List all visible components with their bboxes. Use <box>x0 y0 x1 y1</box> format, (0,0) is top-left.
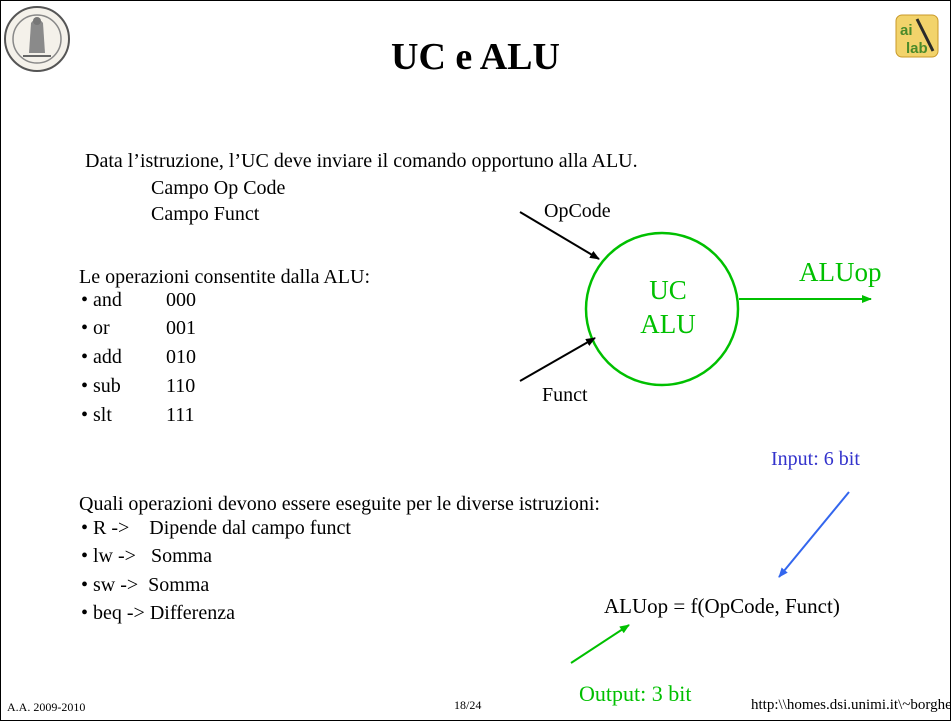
aluop-formula: ALUop = f(OpCode, Funct) <box>604 594 840 618</box>
instruction-item: • R -> Dipende dal campo funct <box>81 517 351 539</box>
footer-page-number: 18/24 <box>454 698 482 712</box>
footer-url: http:\\homes.dsi.unimi.it\~borghese <box>751 697 951 713</box>
output-bits-note: Output: 3 bit <box>579 681 692 706</box>
footer-academic-year: A.A. 2009-2010 <box>7 700 86 714</box>
funct-arrow <box>519 337 596 382</box>
aluop-output-label: ALUop <box>799 257 882 287</box>
instructions-heading: Quali operazioni devono essere eseguite … <box>79 493 600 515</box>
university-seal-logo <box>4 6 70 72</box>
input-bits-note: Input: 6 bit <box>771 448 860 470</box>
field-funct: Campo Funct <box>151 203 260 225</box>
instruction-item: • lw -> Somma <box>81 545 213 567</box>
output-pointer-arrow <box>570 624 630 664</box>
instruction-item: • beq -> Differenza <box>81 602 235 624</box>
field-op-code: Campo Op Code <box>151 177 286 199</box>
ais-lab-logo: ai lab <box>895 14 939 58</box>
operations-heading: Le operazioni consentite dalla ALU: <box>79 266 371 288</box>
intro-line: Data l’istruzione, l’UC deve inviare il … <box>85 150 638 172</box>
input-pointer-arrow <box>778 491 850 578</box>
opcode-arrow <box>519 211 600 260</box>
svg-text:lab: lab <box>906 40 928 57</box>
uc-alu-label: UC ALU <box>640 275 696 339</box>
svg-text:ai: ai <box>900 22 913 39</box>
instruction-item: • sw -> Somma <box>81 574 210 596</box>
funct-label: Funct <box>542 384 588 406</box>
uc-alu-circle <box>584 231 740 387</box>
slide-title: UC e ALU <box>391 36 560 78</box>
opcode-label: OpCode <box>544 200 611 222</box>
